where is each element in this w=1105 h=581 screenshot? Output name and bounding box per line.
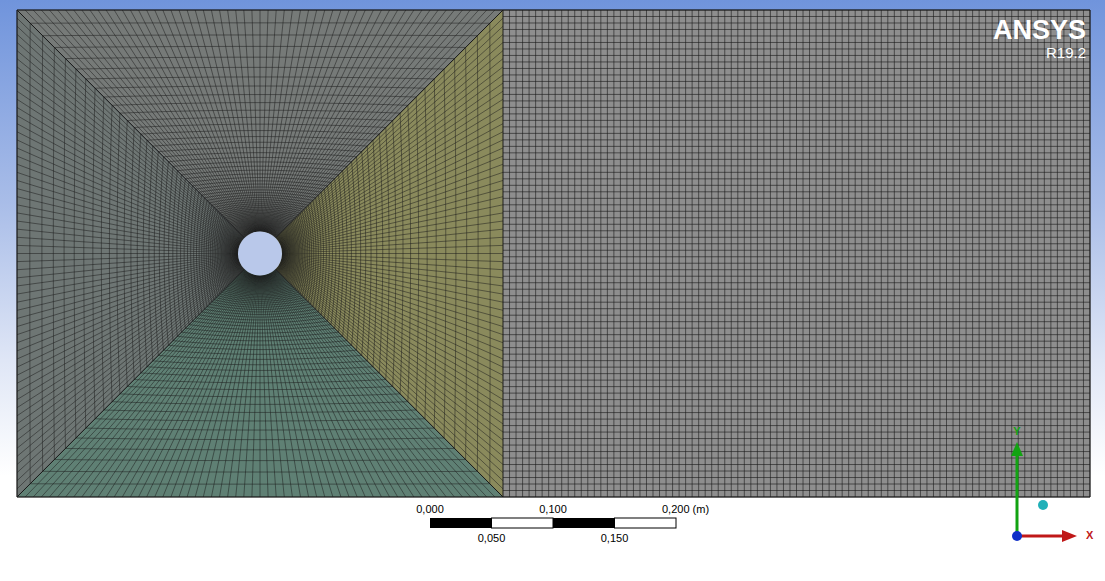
version-label: R19.2 xyxy=(1046,45,1086,60)
cylinder-hole xyxy=(238,232,282,276)
view-sphere xyxy=(1038,500,1048,510)
mesh-edges xyxy=(503,10,1090,497)
y-arrowhead xyxy=(1011,442,1023,456)
axis-label: X xyxy=(1086,530,1093,541)
z-axis-dot xyxy=(1012,531,1022,541)
x-axis xyxy=(1017,535,1066,538)
mesh-edges xyxy=(17,10,1090,497)
mesh-lines xyxy=(17,10,1090,497)
scale-segment xyxy=(492,518,554,528)
axis-label: Y xyxy=(1013,426,1020,437)
scale-segment xyxy=(615,518,677,528)
product-logo: ANSYS xyxy=(993,17,1086,44)
mesh-faces xyxy=(17,10,1090,497)
x-arrowhead xyxy=(1062,530,1077,542)
y-axis xyxy=(1016,452,1019,536)
mesh-face xyxy=(503,10,1090,497)
scale-segment xyxy=(430,518,492,528)
axis-triad xyxy=(1011,442,1077,542)
scale-value: 0,050 xyxy=(478,533,506,544)
scale-bar xyxy=(430,518,676,528)
scale-segment xyxy=(553,518,615,528)
scale-value: 0,200 (m) xyxy=(662,504,709,515)
scale-value: 0,000 xyxy=(416,504,444,515)
scale-value: 0,150 xyxy=(601,533,629,544)
scale-value: 0,100 xyxy=(539,504,567,515)
